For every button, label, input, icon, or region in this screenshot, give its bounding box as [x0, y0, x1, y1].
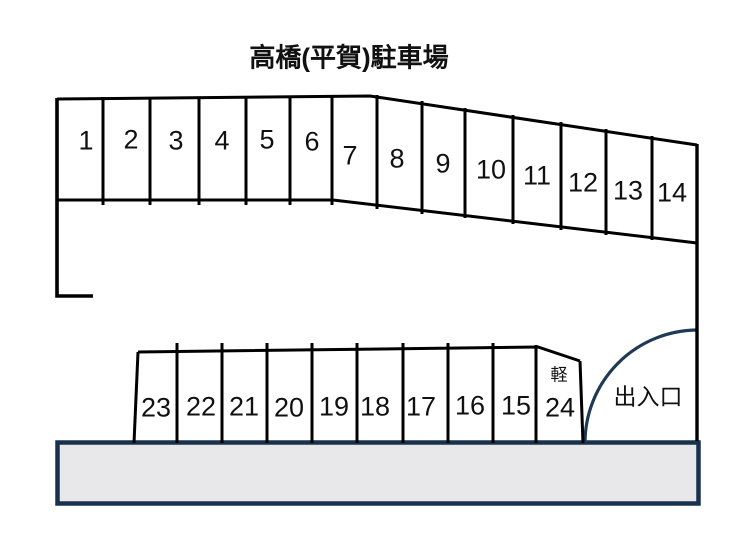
- space-23-label: 23: [140, 392, 172, 423]
- space-18-label: 18: [359, 391, 391, 422]
- space-3-label: 3: [168, 125, 184, 156]
- bottom-row-top-edge: [137, 345, 581, 363]
- space-4-label: 4: [214, 125, 230, 156]
- diagram-title: 高橋(平賀)駐車場: [249, 42, 449, 73]
- space-1-label: 1: [78, 125, 94, 156]
- bottom-row-left-edge: [132, 351, 140, 444]
- bottom-row-outline: [132, 345, 585, 444]
- space-24-label: 24: [544, 392, 576, 423]
- space-16-label: 16: [454, 390, 486, 421]
- road: [55, 440, 701, 506]
- top-row-top-edge: [56, 94, 698, 147]
- space-15-label: 15: [500, 390, 532, 421]
- space-5-label: 5: [259, 124, 275, 155]
- left-boundary: [55, 98, 93, 298]
- space-12-label: 12: [567, 167, 599, 198]
- space-10-label: 10: [475, 154, 507, 185]
- space-11-label: 11: [522, 160, 552, 191]
- space-20-label: 20: [273, 392, 305, 423]
- bottom-row-right-edge: [578, 360, 585, 444]
- bottom-row-dividers: [175, 343, 538, 443]
- space-8-label: 8: [389, 143, 405, 174]
- space-19-label: 19: [318, 391, 350, 422]
- entrance-arc: [583, 328, 699, 444]
- space-14-label: 14: [656, 177, 688, 208]
- space-17-label: 17: [405, 391, 437, 422]
- space-21-label: 21: [228, 391, 260, 422]
- space-13-label: 13: [612, 175, 644, 206]
- space-7-label: 7: [342, 140, 358, 171]
- space-2-label: 2: [123, 124, 139, 155]
- space-22-label: 22: [185, 391, 217, 422]
- space-9-label: 9: [435, 148, 451, 179]
- entrance-label: 出入口: [613, 383, 683, 410]
- space-6-label: 6: [304, 126, 320, 157]
- top-row-dividers: [101, 95, 654, 240]
- kei-size-label: 軽: [550, 365, 568, 385]
